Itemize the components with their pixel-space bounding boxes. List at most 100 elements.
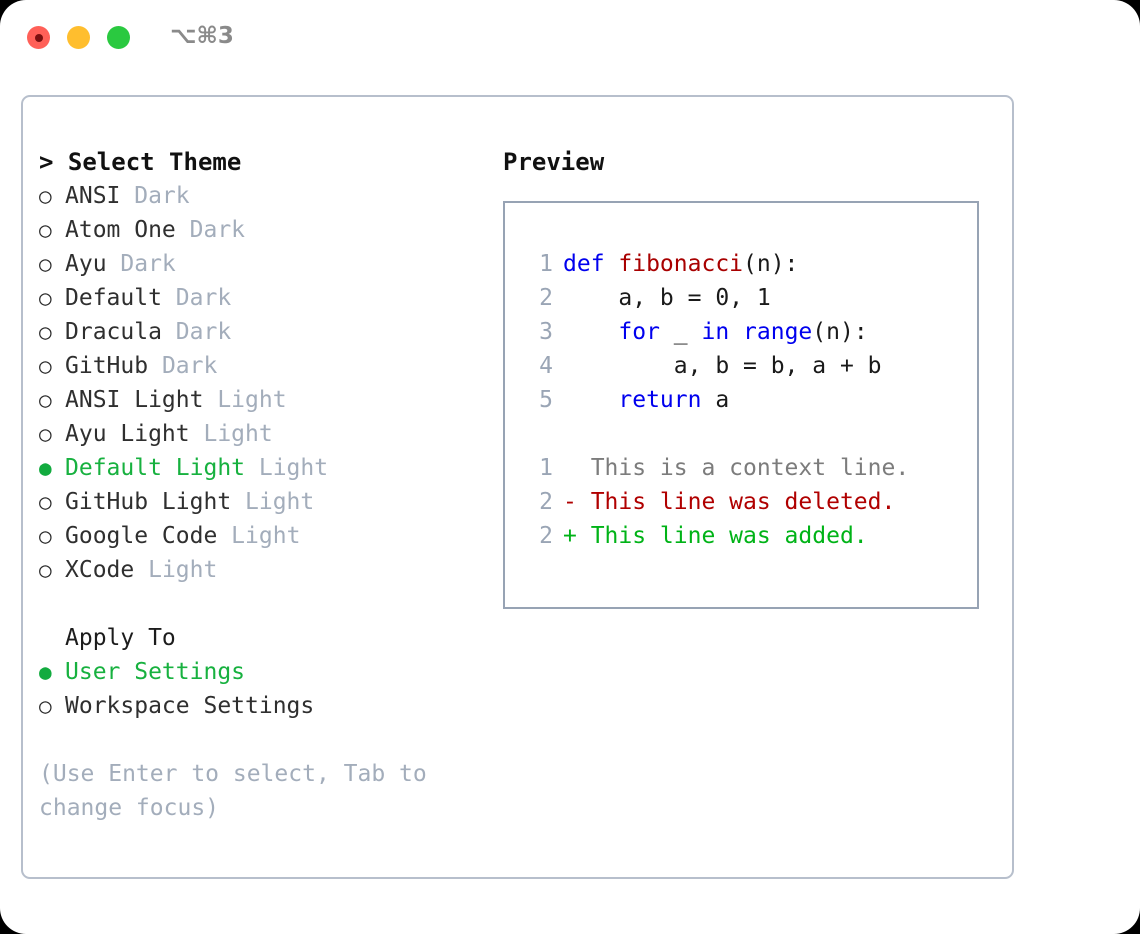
theme-option-list[interactable]: ○ANSI Dark○Atom One Dark○Ayu Dark○Defaul…: [39, 179, 489, 587]
radio-selected-icon[interactable]: ●: [39, 456, 52, 480]
code-line-content: return a: [563, 383, 729, 417]
code-token-del: - This line was deleted.: [563, 489, 896, 515]
keyboard-shortcut-label: ⌥⌘3: [170, 23, 234, 49]
theme-option-label: GitHub Light: [65, 489, 232, 515]
theme-option-label: Ayu Light: [65, 421, 190, 447]
radio-unselected-icon[interactable]: ○: [39, 694, 52, 718]
close-inner-dot-icon: [34, 33, 43, 42]
apply-to-option-row[interactable]: ○Workspace Settings: [39, 689, 489, 723]
code-token-plain: [563, 319, 618, 345]
radio-unselected-icon[interactable]: ○: [39, 252, 52, 276]
maximize-button-icon[interactable]: [107, 26, 130, 49]
line-number: 1: [539, 455, 553, 481]
theme-category-tag: Dark: [161, 319, 232, 345]
title-bar: ⌥⌘3: [0, 0, 1140, 78]
code-token-kw: range: [743, 319, 813, 345]
theme-option-label: XCode: [65, 557, 135, 583]
radio-unselected-icon[interactable]: ○: [39, 388, 52, 412]
keyboard-hint-text: (Use Enter to select, Tab to change focu…: [39, 761, 441, 821]
code-token-kw: in: [701, 319, 730, 345]
theme-category-tag: Light: [203, 387, 287, 413]
theme-option-row[interactable]: ○ ANSI Dark: [39, 179, 489, 213]
theme-option-row[interactable]: ○Default Dark: [39, 281, 489, 315]
panel-columns: > Select Theme ○ANSI Dark○Atom One Dark○…: [23, 97, 1012, 877]
theme-option-row[interactable]: ○ Google Code Light: [39, 519, 489, 553]
theme-option-row[interactable]: ○GitHub Dark: [39, 349, 489, 383]
section-spacer: [39, 587, 489, 621]
theme-option-row[interactable]: ○XCode Light: [39, 553, 489, 587]
code-token-plain: [729, 319, 743, 345]
theme-category-tag: Light: [245, 455, 329, 481]
theme-option-row[interactable]: ○ Ayu Dark: [39, 247, 489, 281]
code-token-ctx: This is a context line.: [563, 455, 910, 481]
theme-category-tag: Dark: [120, 183, 190, 209]
diff-sample-block: 1 This is a context line. 2 - This line wa…: [523, 451, 977, 553]
code-token-add: + This line was added.: [563, 523, 868, 549]
code-token-plain: a, b = b, a + b: [563, 353, 882, 379]
theme-category-tag: Dark: [161, 285, 232, 311]
code-line: 3 for _ in range(n):: [523, 315, 977, 349]
diff-line: 2 - This line was deleted.: [523, 485, 977, 519]
line-number: 5: [539, 387, 553, 413]
radio-unselected-icon[interactable]: ○: [39, 354, 52, 378]
line-number: 2: [539, 285, 553, 311]
diff-line-content: This is a context line.: [563, 451, 910, 485]
diff-line-content: - This line was deleted.: [563, 485, 895, 519]
line-number: 4: [539, 353, 553, 379]
theme-category-tag: Light: [231, 489, 315, 515]
code-token-kw: for: [618, 319, 660, 345]
code-line-content: a, b = b, a + b: [563, 349, 882, 383]
apply-to-option-list[interactable]: ● User Settings ○Workspace Settings: [39, 655, 489, 723]
minimize-button-icon[interactable]: [67, 26, 90, 49]
code-token-plain: a, b = 0, 1: [563, 285, 771, 311]
code-token-plain: [563, 387, 618, 413]
theme-selector-column: > Select Theme ○ANSI Dark○Atom One Dark○…: [39, 145, 489, 825]
theme-category-tag: Light: [217, 523, 301, 549]
radio-unselected-icon[interactable]: ○: [39, 184, 52, 208]
preview-heading: Preview: [503, 148, 605, 176]
theme-option-row[interactable]: ○ Dracula Dark: [39, 315, 489, 349]
radio-unselected-icon[interactable]: ○: [39, 218, 52, 242]
theme-option-label: Dracula: [65, 319, 162, 345]
theme-option-label: ANSI Light: [65, 387, 204, 413]
code-token-plain: (n):: [743, 251, 799, 277]
radio-selected-icon[interactable]: ●: [39, 660, 52, 684]
theme-option-label: Ayu: [65, 251, 107, 277]
code-line: 4 a, b = b, a + b: [523, 349, 977, 383]
theme-option-label: Google Code: [65, 523, 218, 549]
code-token-kw: return: [618, 387, 702, 413]
window-controls: [27, 26, 130, 49]
theme-category-tag: Dark: [106, 251, 176, 277]
theme-option-label: Atom One: [65, 217, 176, 243]
code-diff-spacer: [523, 417, 977, 451]
radio-unselected-icon[interactable]: ○: [39, 320, 52, 344]
theme-option-row[interactable]: ○ Ayu Light Light: [39, 417, 489, 451]
code-line: 2 a, b = 0, 1: [523, 281, 977, 315]
radio-unselected-icon[interactable]: ○: [39, 558, 52, 582]
radio-unselected-icon[interactable]: ○: [39, 524, 52, 548]
theme-category-tag: Dark: [175, 217, 246, 243]
line-number: 2: [539, 523, 553, 549]
theme-option-label: Default Light: [65, 455, 246, 481]
main-panel: > Select Theme ○ANSI Dark○Atom One Dark○…: [21, 95, 1014, 879]
radio-unselected-icon[interactable]: ○: [39, 286, 52, 310]
line-number: 2: [539, 489, 553, 515]
theme-option-label: ANSI: [65, 183, 121, 209]
theme-option-row[interactable]: ○ Atom One Dark: [39, 213, 489, 247]
radio-unselected-icon[interactable]: ○: [39, 422, 52, 446]
theme-option-label: GitHub: [65, 353, 149, 379]
apply-to-option-row[interactable]: ● User Settings: [39, 655, 489, 689]
radio-unselected-icon[interactable]: ○: [39, 490, 52, 514]
theme-option-row[interactable]: ○ ANSI Light Light: [39, 383, 489, 417]
code-token-plain: _: [659, 319, 702, 345]
theme-option-row[interactable]: ● Default Light Light: [39, 451, 489, 485]
close-button-icon[interactable]: [27, 26, 50, 49]
theme-option-row[interactable]: ○ GitHub Light Light: [39, 485, 489, 519]
theme-category-tag: Light: [189, 421, 273, 447]
code-line-content: a, b = 0, 1: [563, 281, 771, 315]
apply-to-option-label: User Settings: [65, 659, 246, 685]
